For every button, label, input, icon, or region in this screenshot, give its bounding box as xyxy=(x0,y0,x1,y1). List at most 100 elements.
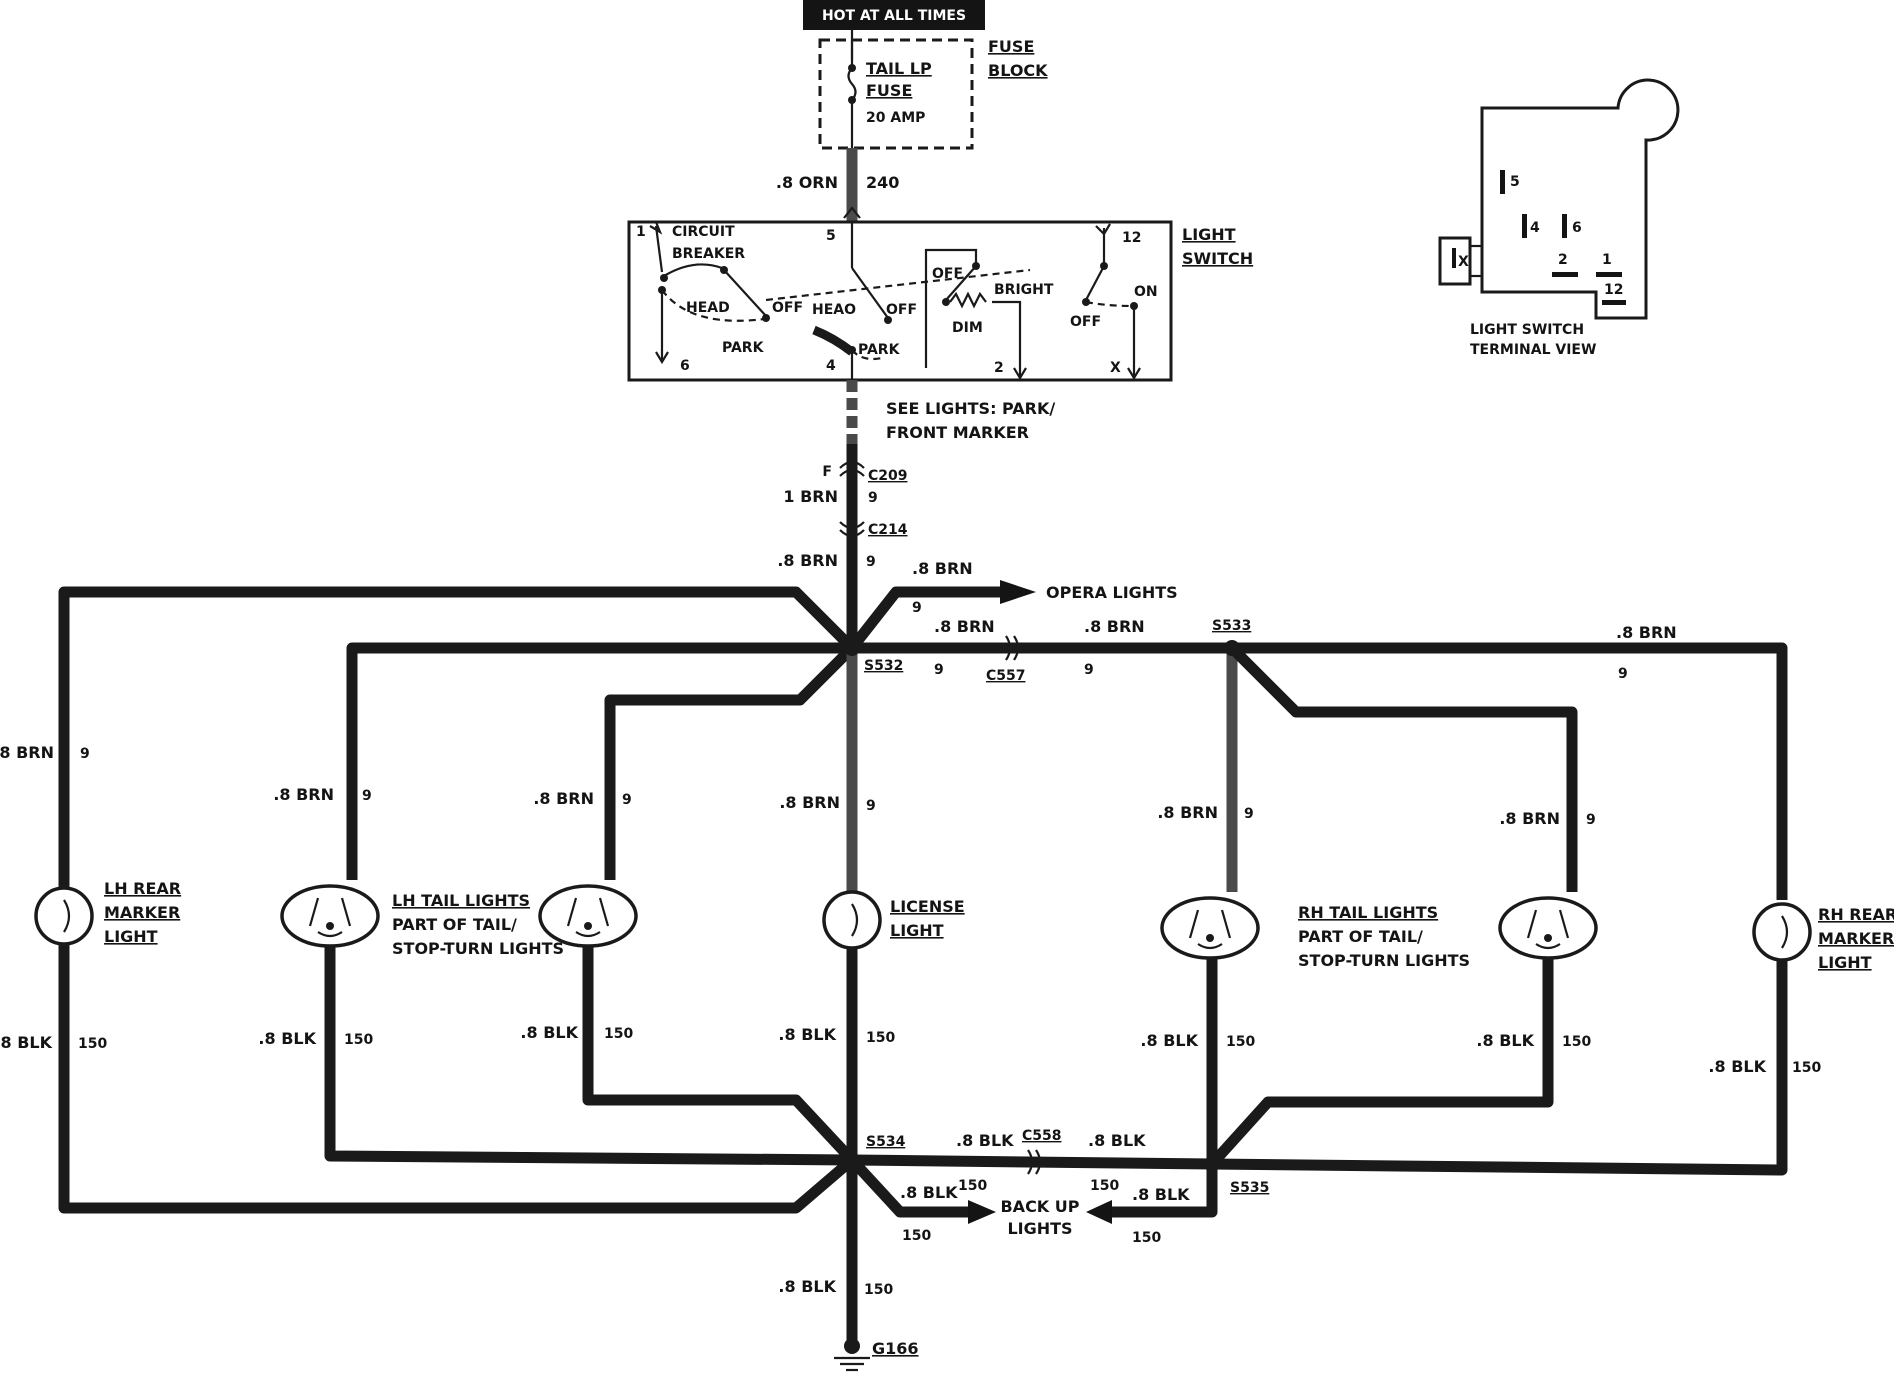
park-label-2: PARK xyxy=(858,342,901,358)
c209-pin: F xyxy=(822,464,832,480)
rh-marker-top-circuit: 9 xyxy=(1618,666,1628,682)
backup-right-arrow-icon xyxy=(1086,1200,1112,1224)
light-switch-title-2: SWITCH xyxy=(1182,249,1253,268)
see-note-1: SEE LIGHTS: PARK/ xyxy=(886,399,1055,418)
lh-tail-label-1: LH TAIL LIGHTS xyxy=(392,891,530,910)
rh-marker-label-3: LIGHT xyxy=(1818,953,1872,972)
s535-splice xyxy=(1204,1156,1220,1172)
backup-label-1: BACK UP xyxy=(1000,1197,1079,1216)
light-switch-terminal-view: X 5 4 6 2 1 12 LIGHT SWITCH TERMINAL VIE… xyxy=(1438,78,1680,358)
rh-rear-marker-lamp: RH REAR MARKER LIGHT xyxy=(1752,902,1894,972)
fuse-block-label-2: BLOCK xyxy=(988,61,1048,80)
tv-pin-2: 2 xyxy=(1558,252,1568,268)
circuit-breaker-1: CIRCUIT xyxy=(672,224,735,240)
rh-tail-lamp-outer xyxy=(1498,896,1598,960)
s532-label: S532 xyxy=(864,658,903,674)
lh-rear-marker-lamp: LH REAR MARKER LIGHT xyxy=(34,879,181,946)
hot-label: HOT AT ALL TIMES xyxy=(822,8,966,24)
term-12-label: 12 xyxy=(1122,230,1141,246)
c214-label: C214 xyxy=(868,522,908,538)
c558-right-gauge: .8 BLK xyxy=(1088,1131,1146,1150)
fuse-name-1: TAIL LP xyxy=(866,59,932,78)
rh-marker-blk-gauge: .8 BLK xyxy=(1708,1057,1766,1076)
bulb-filament-icon xyxy=(1188,909,1232,950)
term-1-label: 1 xyxy=(636,224,646,240)
lh-tail-inner-blk-gauge: .8 BLK xyxy=(520,1023,578,1042)
s532-right-circuit: 9 xyxy=(934,662,944,678)
lh-marker-blk-gauge: .8 BLK xyxy=(0,1033,53,1052)
opera-arrow-icon xyxy=(1000,580,1036,604)
lh-tail-outer-blk-circuit: 150 xyxy=(344,1032,373,1048)
off-label-4: OFF xyxy=(1070,314,1101,330)
rh-marker-label-1: RH REAR xyxy=(1818,905,1894,924)
hot-at-all-times-banner: HOT AT ALL TIMES xyxy=(803,0,985,30)
see-note-2: FRONT MARKER xyxy=(886,423,1029,442)
s534-splice xyxy=(844,1152,860,1168)
rh-tail-label-3: STOP-TURN LIGHTS xyxy=(1298,951,1470,970)
lh-marker-label-1: LH REAR xyxy=(104,879,181,898)
bulb-filament-icon xyxy=(851,903,859,937)
lh-tail-outer-blk-gauge: .8 BLK xyxy=(258,1029,316,1048)
light-switch-title-1: LIGHT xyxy=(1182,225,1236,244)
rh-tail-inner-blk-gauge: .8 BLK xyxy=(1140,1031,1198,1050)
backup-left-arrow-icon xyxy=(968,1200,996,1224)
rh-marker-blk-circuit: 150 xyxy=(1792,1060,1821,1076)
fuse-icon xyxy=(847,67,857,101)
off-label-1: OFF xyxy=(772,300,803,316)
lh-tail-label-3: STOP-TURN LIGHTS xyxy=(392,939,564,958)
tv-title-2: TERMINAL VIEW xyxy=(1470,342,1596,358)
rh-tail-label-2: PART OF TAIL/ xyxy=(1298,927,1423,946)
circuit-breaker-icon xyxy=(663,263,723,277)
opera-wire-gauge: .8 BRN xyxy=(912,559,973,578)
ground-symbol-icon xyxy=(834,1338,870,1372)
tv-title-1: LIGHT SWITCH xyxy=(1470,322,1584,338)
circuit-breaker-2: BREAKER xyxy=(672,246,745,262)
tv-pin-x: X xyxy=(1458,254,1469,270)
lh-marker-blk-circuit: 150 xyxy=(78,1036,107,1052)
term-x-label: X xyxy=(1110,360,1121,376)
lh-tail-inner-brn-gauge: .8 BRN xyxy=(533,789,594,808)
lh-marker-brn-gauge: .8 BRN xyxy=(0,743,54,762)
lh-tail-inner-brn-circuit: 9 xyxy=(622,792,632,808)
bright-label: BRIGHT xyxy=(994,282,1054,298)
license-lamp: LICENSE LIGHT xyxy=(822,890,965,950)
backup-right-gauge: .8 BLK xyxy=(1132,1185,1190,1204)
bulb-filament-icon xyxy=(1781,915,1789,949)
license-brn-gauge: .8 BRN xyxy=(779,793,840,812)
s533-label: S533 xyxy=(1212,618,1251,634)
s532-right-gauge: .8 BRN xyxy=(934,617,995,636)
c209-wire: 1 BRN xyxy=(783,487,838,506)
c557-label: C557 xyxy=(986,668,1026,684)
lh-tail-outer-brn-circuit: 9 xyxy=(362,788,372,804)
light-switch: LIGHT SWITCH 1 CIRCUIT BREAKER HEAD OFF … xyxy=(627,220,1253,382)
term-2-label: 2 xyxy=(994,360,1004,376)
rh-tail-lamp-inner xyxy=(1160,896,1260,960)
feed-wire-circuit: 240 xyxy=(866,173,899,192)
lh-marker-label-2: MARKER xyxy=(104,903,180,922)
trunk-circuit: 9 xyxy=(866,554,876,570)
tv-pin-5: 5 xyxy=(1510,174,1520,190)
off-label-3: OFF xyxy=(932,266,963,282)
lh-tail-outer-brn-gauge: .8 BRN xyxy=(273,785,334,804)
park-label-1: PARK xyxy=(722,340,765,356)
s534-label: S534 xyxy=(866,1134,906,1150)
blk-network xyxy=(58,944,1788,1346)
rh-tail-inner-blk-circuit: 150 xyxy=(1226,1034,1255,1050)
bulb-filament-icon xyxy=(1526,909,1570,950)
lh-marker-label-3: LIGHT xyxy=(104,927,158,946)
fuse-rating: 20 AMP xyxy=(866,110,925,126)
tv-pin-4: 4 xyxy=(1530,220,1540,236)
c209-circuit: 9 xyxy=(868,490,878,506)
license-label-1: LICENSE xyxy=(890,897,965,916)
off-label-2: OFF xyxy=(886,302,917,318)
tv-pin-12: 12 xyxy=(1604,282,1623,298)
bulb-filament-icon xyxy=(63,899,71,933)
tv-pin-1: 1 xyxy=(1602,252,1612,268)
term-5-label: 5 xyxy=(826,228,836,244)
dim-label: DIM xyxy=(952,320,983,336)
head-label: HEAD xyxy=(686,300,730,316)
backup-right-circuit: 150 xyxy=(1132,1230,1161,1246)
license-brn-circuit: 9 xyxy=(866,798,876,814)
bulb-filament-icon xyxy=(566,897,610,938)
lh-tail-label-2: PART OF TAIL/ xyxy=(392,915,517,934)
